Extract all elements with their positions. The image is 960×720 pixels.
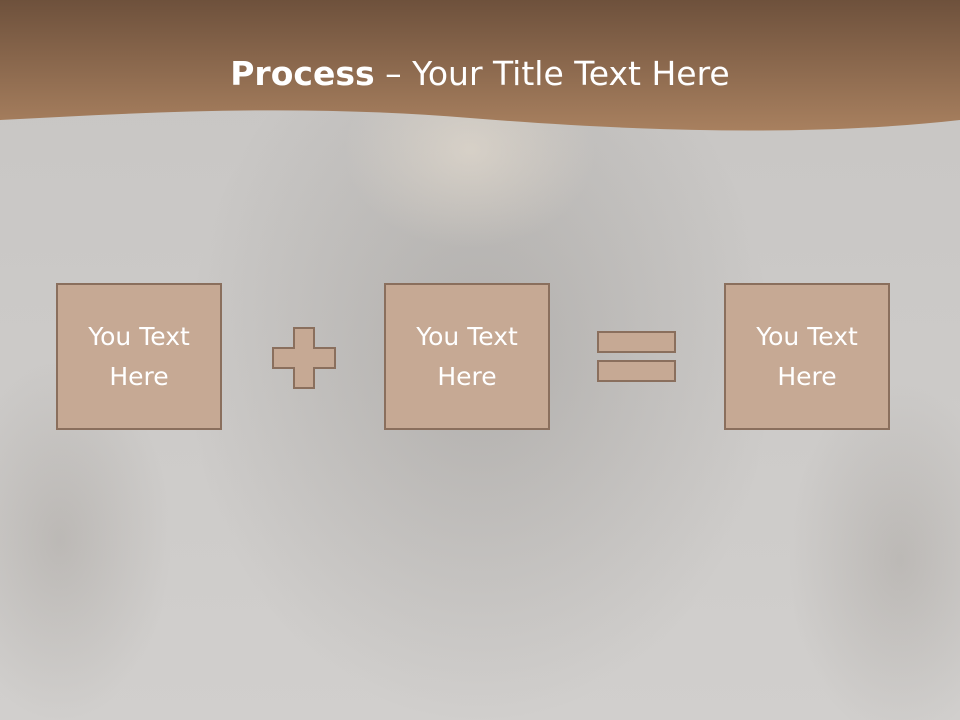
process-box-3[interactable]: You Text Here xyxy=(724,283,890,430)
process-box-1[interactable]: You Text Here xyxy=(56,283,222,430)
header-band xyxy=(0,0,960,131)
process-box-3-text: You Text Here xyxy=(756,321,858,391)
title-rest: – Your Title Text Here xyxy=(374,54,730,93)
process-box-2-text: You Text Here xyxy=(416,321,518,391)
process-box-2[interactable]: You Text Here xyxy=(384,283,550,430)
plus-icon xyxy=(272,327,336,389)
equals-icon xyxy=(597,331,676,382)
title-bold: Process xyxy=(230,54,375,93)
page-title: Process – Your Title Text Here xyxy=(0,50,960,98)
process-box-1-text: You Text Here xyxy=(88,321,190,391)
